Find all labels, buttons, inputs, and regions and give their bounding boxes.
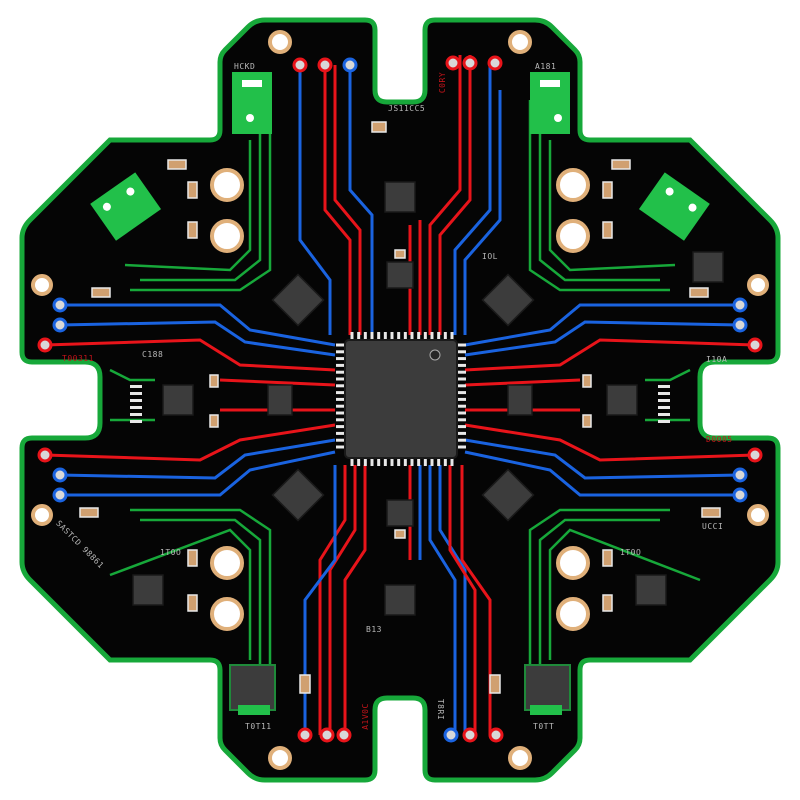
ic-pin [410, 332, 414, 341]
connector-left-diag [90, 172, 162, 241]
ic-pin [350, 332, 354, 341]
ic-pin [336, 377, 346, 381]
ic-pin [417, 457, 421, 466]
ic-pin [456, 384, 466, 388]
traces-green [109, 100, 701, 700]
ic-pin [456, 397, 466, 401]
ic-pin [456, 377, 466, 381]
label-bottom-right-ic: 1T0O [620, 548, 642, 557]
label-right-red: D0005 [706, 435, 733, 444]
ic-pin [456, 370, 466, 374]
label-bottom-right-pads: T0TT [533, 722, 555, 731]
ic-pin [456, 425, 466, 429]
label-right-gray: I10A [706, 355, 728, 364]
label-bottom-left-ic: 1T0O [160, 548, 182, 557]
regulator-bottom-right [524, 664, 571, 711]
traces-right [464, 303, 756, 497]
ic-pin [456, 411, 466, 415]
connector-right-diag [638, 172, 710, 241]
ic-pin [363, 457, 367, 466]
ic-pin [377, 332, 381, 341]
ic-pin [443, 457, 447, 466]
ic-pin [397, 332, 401, 341]
ic-pin [450, 457, 454, 466]
ic-pin [456, 418, 466, 422]
ic-pin [350, 457, 354, 466]
ic-pin [336, 411, 346, 415]
ic-pin [383, 457, 387, 466]
ic-pin [370, 457, 374, 466]
ic-pin [336, 431, 346, 435]
ic-pin [370, 332, 374, 341]
mounting-holes [31, 30, 769, 770]
ic-pin [336, 363, 346, 367]
ic-pin [456, 445, 466, 449]
ic-pin [456, 404, 466, 408]
ic-pin [336, 438, 346, 442]
ic-pin [423, 457, 427, 466]
ic-pin [336, 404, 346, 408]
ic-pin [357, 457, 361, 466]
ic-pin [437, 332, 441, 341]
ic-pin [390, 457, 394, 466]
ic-pin [336, 370, 346, 374]
ic-pin [410, 457, 414, 466]
ic-pin [397, 457, 401, 466]
label-left-red: T00311 [62, 354, 94, 363]
ic-pin [390, 332, 394, 341]
ic-pin [430, 457, 434, 466]
ic-pin [357, 332, 361, 341]
label-top-center: JS11CC5 [388, 104, 426, 113]
ic-pin [456, 431, 466, 435]
ic-pin [417, 332, 421, 341]
secondary-ics [132, 181, 724, 616]
label-top-right-red: C0RY [438, 71, 448, 94]
ic-pin [443, 332, 447, 341]
ic-pin [336, 397, 346, 401]
ic-pin [336, 391, 346, 395]
ic-pin [363, 332, 367, 341]
traces-left [44, 303, 336, 497]
label-bottom-gray: T8RI [436, 698, 446, 721]
label-top-right-header: A181 [535, 62, 557, 71]
main-ic[interactable] [336, 332, 466, 466]
label-bottom-right-top: UCCI [702, 522, 724, 531]
ic-pin [403, 457, 407, 466]
traces-bottom [303, 465, 492, 735]
ic-pin [336, 357, 346, 361]
ic-pin [456, 343, 466, 347]
label-bottom-left-pads: T0T11 [245, 722, 272, 731]
ic-pin [336, 445, 346, 449]
label-top-left-header: HCKD [234, 62, 256, 71]
green-connectors [90, 72, 710, 715]
smd-components [79, 121, 721, 694]
ic-pin [430, 332, 434, 341]
ic-pin [456, 350, 466, 354]
ic-pin [336, 343, 346, 347]
ic-pin [383, 332, 387, 341]
ic-pin [456, 438, 466, 442]
ic-pin [456, 391, 466, 395]
ic-pin [336, 425, 346, 429]
silk-pads [130, 385, 670, 423]
ic-pin [403, 332, 407, 341]
label-left-gray: C188 [142, 350, 164, 359]
label-bottom-red: A1V0C [360, 703, 370, 730]
label-ic-ne: IOL [482, 252, 498, 261]
ic-pin [450, 332, 454, 341]
edge-pads[interactable] [37, 55, 763, 743]
ic-pin [336, 418, 346, 422]
ic-pin [456, 363, 466, 367]
ic-pin [377, 457, 381, 466]
ic-pin [423, 332, 427, 341]
ic-pin [437, 457, 441, 466]
ic-pin [336, 384, 346, 388]
ic-pin [336, 350, 346, 354]
ic-pin [456, 357, 466, 361]
pin1-marker [429, 349, 441, 361]
regulator-bottom-left [229, 664, 276, 711]
label-bottom-center-left: B13 [366, 625, 382, 634]
